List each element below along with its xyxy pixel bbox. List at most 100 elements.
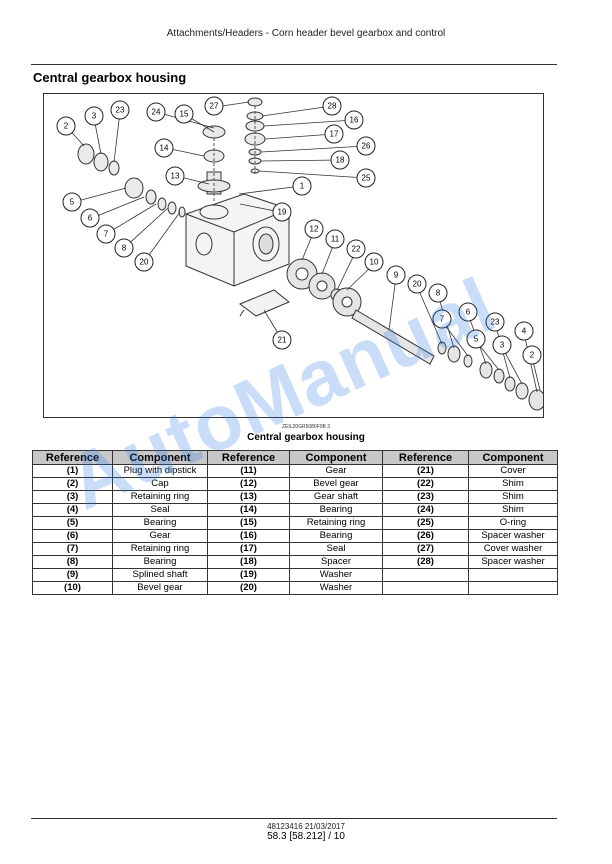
callout-7-right: 7 [432,309,452,329]
component-cell: Retaining ring [112,542,208,556]
svg-text:12: 12 [310,225,319,234]
callout-20-left: 20 [134,252,154,272]
component-cell: Shim [468,477,558,491]
figure-caption: Central gearbox housing [247,432,365,443]
reference-cell: (22) [382,477,469,491]
callout-5-right: 5 [466,329,486,349]
svg-text:5: 5 [70,198,75,207]
reference-cell: (26) [382,529,469,543]
reference-cell: (1) [32,464,113,478]
svg-text:14: 14 [160,144,169,153]
column-header-reference: Reference [207,450,290,465]
component-cell: Shim [468,503,558,517]
reference-cell: (16) [207,529,290,543]
table-row: (2) Cap (12) Bevel gear (22) Shim [32,477,558,491]
callout-10: 10 [364,252,384,272]
callout-23-left: 23 [110,100,130,120]
svg-text:18: 18 [336,156,345,165]
column-header-reference: Reference [32,450,113,465]
callout-24: 24 [146,102,166,122]
callout-2-right: 2 [522,345,542,365]
callout-14: 14 [154,138,174,158]
svg-text:4: 4 [522,327,527,336]
component-cell: Bevel gear [112,581,208,595]
reference-cell: (12) [207,477,290,491]
svg-text:24: 24 [152,108,161,117]
reference-cell: (10) [32,581,113,595]
component-cell: Seal [112,503,208,517]
callout-6-right: 6 [458,302,478,322]
svg-text:11: 11 [331,235,340,244]
reference-cell: (23) [382,490,469,504]
reference-cell: (19) [207,568,290,582]
footer-document-code: 48123416 21/03/2017 [267,822,345,831]
reference-cell: (14) [207,503,290,517]
table-row: (7) Retaining ring (17) Seal (27) Cover … [32,542,558,556]
reference-cell: (11) [207,464,290,478]
component-cell: Bearing [112,555,208,569]
exploded-view-figure: 2 3 23 24 15 27 28 16 17 26 18 25 14 13 … [43,93,544,418]
component-cell: Retaining ring [289,516,383,530]
callout-21: 21 [272,330,292,350]
svg-text:5: 5 [474,335,479,344]
column-header-component: Component [468,450,558,465]
component-cell: Bearing [112,516,208,530]
svg-text:8: 8 [122,244,127,253]
page-header-title: Attachments/Headers - Corn header bevel … [166,28,446,39]
svg-text:8: 8 [436,289,441,298]
svg-text:16: 16 [350,116,359,125]
callout-11: 11 [325,229,345,249]
reference-cell [382,568,469,582]
table-row: (1) Plug with dipstick (11) Gear (21) Co… [32,464,558,478]
svg-text:7: 7 [104,230,109,239]
table-row: (8) Bearing (18) Spacer (28) Spacer wash… [32,555,558,569]
component-cell: Splined shaft [112,568,208,582]
callout-4: 4 [514,321,534,341]
callout-12: 12 [304,219,324,239]
component-cell: Cover washer [468,542,558,556]
section-title: Central gearbox housing [33,70,187,85]
component-cell: Gear [112,529,208,543]
callout-1: 1 [292,176,312,196]
callout-2-left: 2 [56,116,76,136]
component-cell: O-ring [468,516,558,530]
column-header-component: Component [289,450,383,465]
table-row: (4) Seal (14) Bearing (24) Shim [32,503,558,517]
component-cell: Gear shaft [289,490,383,504]
reference-cell [382,581,469,595]
component-cell: Washer [289,568,383,582]
callout-7-left: 7 [96,224,116,244]
callout-15: 15 [174,104,194,124]
callout-25: 25 [356,168,376,188]
component-cell: Bearing [289,529,383,543]
footer-divider [31,818,557,819]
component-cell: Bearing [289,503,383,517]
component-cell: Spacer [289,555,383,569]
component-cell: Plug with dipstick [112,464,208,478]
svg-text:6: 6 [88,214,93,223]
svg-text:3: 3 [92,112,97,121]
svg-text:23: 23 [491,318,500,327]
footer-page-number: 58.3 [58.212] / 10 [267,831,345,842]
table-row: (3) Retaining ring (13) Gear shaft (23) … [32,490,558,504]
svg-text:17: 17 [330,130,339,139]
parts-table: Reference Component Reference Component … [32,450,558,595]
callout-8-right: 8 [428,283,448,303]
component-cell: Seal [289,542,383,556]
reference-cell: (4) [32,503,113,517]
svg-text:23: 23 [116,106,125,115]
svg-text:26: 26 [362,142,371,151]
component-cell [468,581,558,595]
svg-text:1: 1 [300,182,305,191]
svg-text:13: 13 [171,172,180,181]
table-row: (5) Bearing (15) Retaining ring (25) O-r… [32,516,558,530]
svg-text:9: 9 [394,271,399,280]
reference-cell: (28) [382,555,469,569]
svg-text:2: 2 [64,122,69,131]
callout-16: 16 [344,110,364,130]
component-cell: Spacer washer [468,529,558,543]
callout-5-left: 5 [62,192,82,212]
figure-code: ZEIL20GR5080F0B 3 [281,424,331,430]
component-cell: Cover [468,464,558,478]
reference-cell: (9) [32,568,113,582]
